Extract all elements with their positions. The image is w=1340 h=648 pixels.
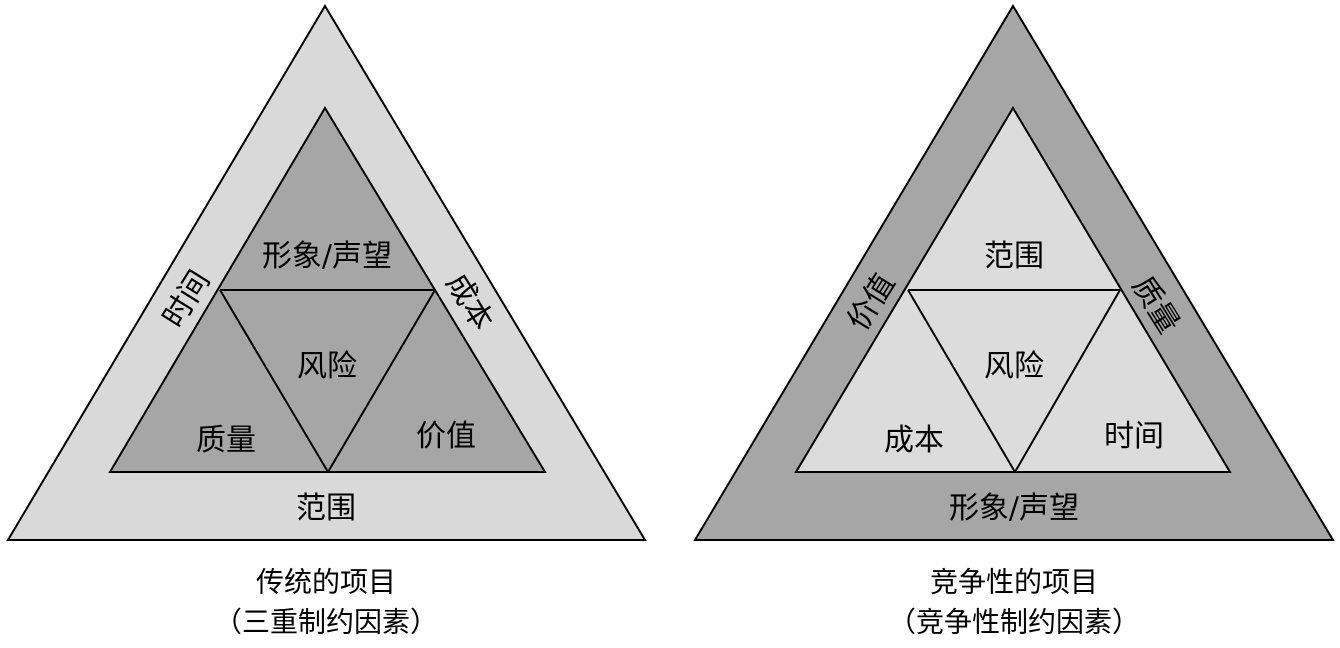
competitive-inner-top-label: 范围 xyxy=(984,239,1044,274)
competitive-inner-right-label: 时间 xyxy=(1104,419,1164,454)
traditional-inner-divider-left xyxy=(219,289,329,473)
traditional-inner-center-label: 风险 xyxy=(297,349,357,384)
traditional-inner-left-label: 质量 xyxy=(196,423,256,458)
competitive-inner-divider-right xyxy=(1014,289,1121,473)
traditional-caption-subtitle: （三重制约因素） xyxy=(214,606,438,639)
traditional-inner-divider-right xyxy=(327,289,436,473)
competitive-inner-divider-left xyxy=(907,289,1016,473)
competitive-side-bottom-label: 形象/声望 xyxy=(949,491,1079,526)
traditional-side-bottom-label: 范围 xyxy=(296,491,356,526)
competitive-project-diagram: 价值 质量 形象/声望 范围 风险 成本 时间 竞争性的项目 （竞争性制约因素） xyxy=(693,4,1335,639)
competitive-inner-center-label: 风险 xyxy=(984,349,1044,384)
traditional-project-diagram: 时间 成本 范围 形象/声望 风险 质量 价值 传统的项目 （三重制约因素） xyxy=(6,4,647,639)
competitive-caption-title: 竞争性的项目 xyxy=(930,566,1098,599)
traditional-caption-title: 传统的项目 xyxy=(256,566,396,599)
traditional-inner-top-label: 形象/声望 xyxy=(262,239,392,274)
competitive-inner-left-label: 成本 xyxy=(884,423,944,458)
competitive-caption-subtitle: （竞争性制约因素） xyxy=(888,606,1140,639)
traditional-inner-right-label: 价值 xyxy=(416,419,476,454)
